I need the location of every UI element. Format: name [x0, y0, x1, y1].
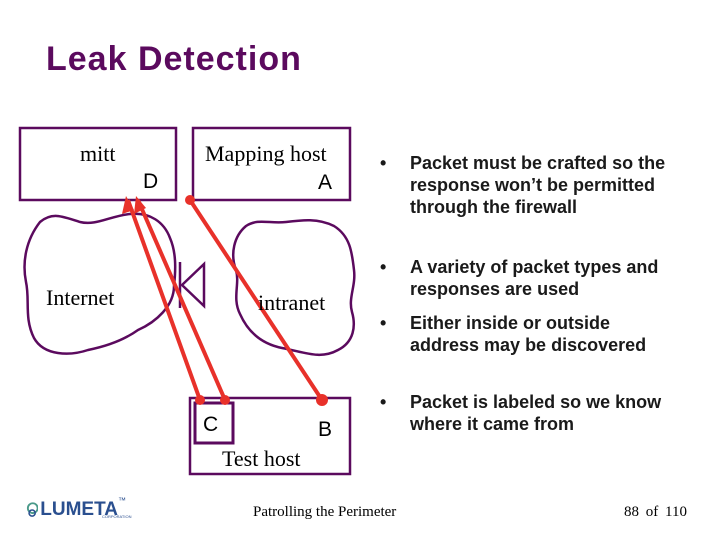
mapping-host-label: Mapping host [205, 141, 327, 166]
bullet-item: • A variety of packet types and response… [380, 256, 680, 300]
intranet-cloud [232, 219, 356, 357]
d-label: D [143, 170, 159, 193]
c-box [193, 401, 235, 445]
bullet-glyph: • [380, 153, 387, 173]
bullet-item: • Packet is labeled so we know where it … [380, 391, 680, 435]
bullet-item: • Packet must be crafted so the response… [380, 152, 680, 218]
page-total: 110 [665, 504, 687, 520]
logo-sub: CORPORATION [102, 514, 132, 519]
bullet-glyph: • [380, 313, 387, 333]
logo-text: LUMETA [40, 499, 118, 520]
slide-title: Leak Detection [46, 40, 302, 78]
lumeta-logo: LUMETA ™ CORPORATION [26, 496, 131, 524]
bullet-text: Either inside or outside address may be … [410, 313, 647, 355]
page-number: 88 of 110 [624, 504, 687, 521]
bullet-text: Packet is labeled so we know where it ca… [410, 392, 662, 434]
bullet-item: • Either inside or outside address may b… [380, 312, 680, 356]
bullet-glyph: • [380, 392, 387, 412]
mitt-label: mitt [80, 141, 116, 166]
internet-label: Internet [46, 285, 115, 310]
mapping-host-box [191, 126, 352, 202]
arrow-mapping-to-b [185, 195, 328, 406]
b-label: B [318, 418, 333, 441]
footer-center-text: Patrolling the Perimeter [253, 504, 397, 520]
bullet-glyph: • [380, 257, 387, 277]
a-label: A [318, 171, 333, 194]
c-label: C [203, 413, 219, 436]
mitt-box [18, 126, 178, 202]
page-num: 88 [624, 504, 639, 520]
arrow-c-to-mitt [122, 196, 205, 405]
logo-tm: ™ [118, 496, 126, 505]
bullet-text: Packet must be crafted so the response w… [410, 153, 666, 217]
page-of: of [645, 504, 659, 520]
intranet-label: intranet [258, 290, 326, 315]
internet-cloud [23, 212, 177, 355]
lumeta-mark-icon [26, 502, 39, 517]
arrow-c-to-mitt-d [134, 196, 230, 405]
bullet-text: A variety of packet types and responses … [410, 257, 659, 299]
test-host-label: Test host [222, 446, 301, 471]
